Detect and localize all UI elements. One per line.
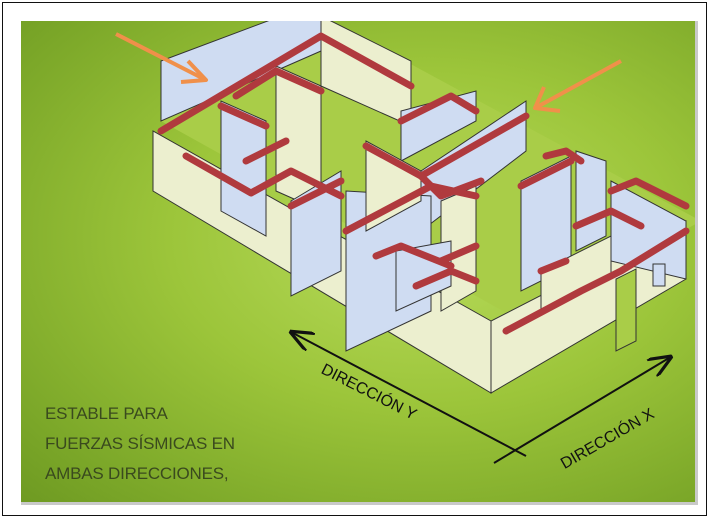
- seismic-force-arrow-right: [533, 59, 622, 113]
- caption-line-3: AMBAS DIRECCIONES,: [45, 464, 229, 483]
- caption-line-2: FUERZAS SÍSMICAS EN: [45, 434, 235, 453]
- direction-y-arrow: [293, 333, 527, 457]
- caption: ESTABLE PARA FUERZAS SÍSMICAS EN AMBAS D…: [45, 399, 345, 489]
- caption-line-1: ESTABLE PARA: [45, 404, 168, 423]
- inner-wall-e: [365, 140, 422, 232]
- direction-x-arrow: [493, 358, 669, 464]
- wall-tops: [157, 32, 690, 335]
- building-isometric-drawing: [115, 21, 695, 464]
- diagram-panel: DIRECCIÓN Y DIRECCIÓN X ESTABLE PARA FUE…: [21, 21, 698, 505]
- door-opening: [615, 268, 637, 352]
- outer-wall-right-end: [610, 180, 687, 280]
- inner-wall-h: [575, 150, 607, 252]
- window: [652, 263, 666, 287]
- seismic-force-arrow-left: [115, 32, 208, 84]
